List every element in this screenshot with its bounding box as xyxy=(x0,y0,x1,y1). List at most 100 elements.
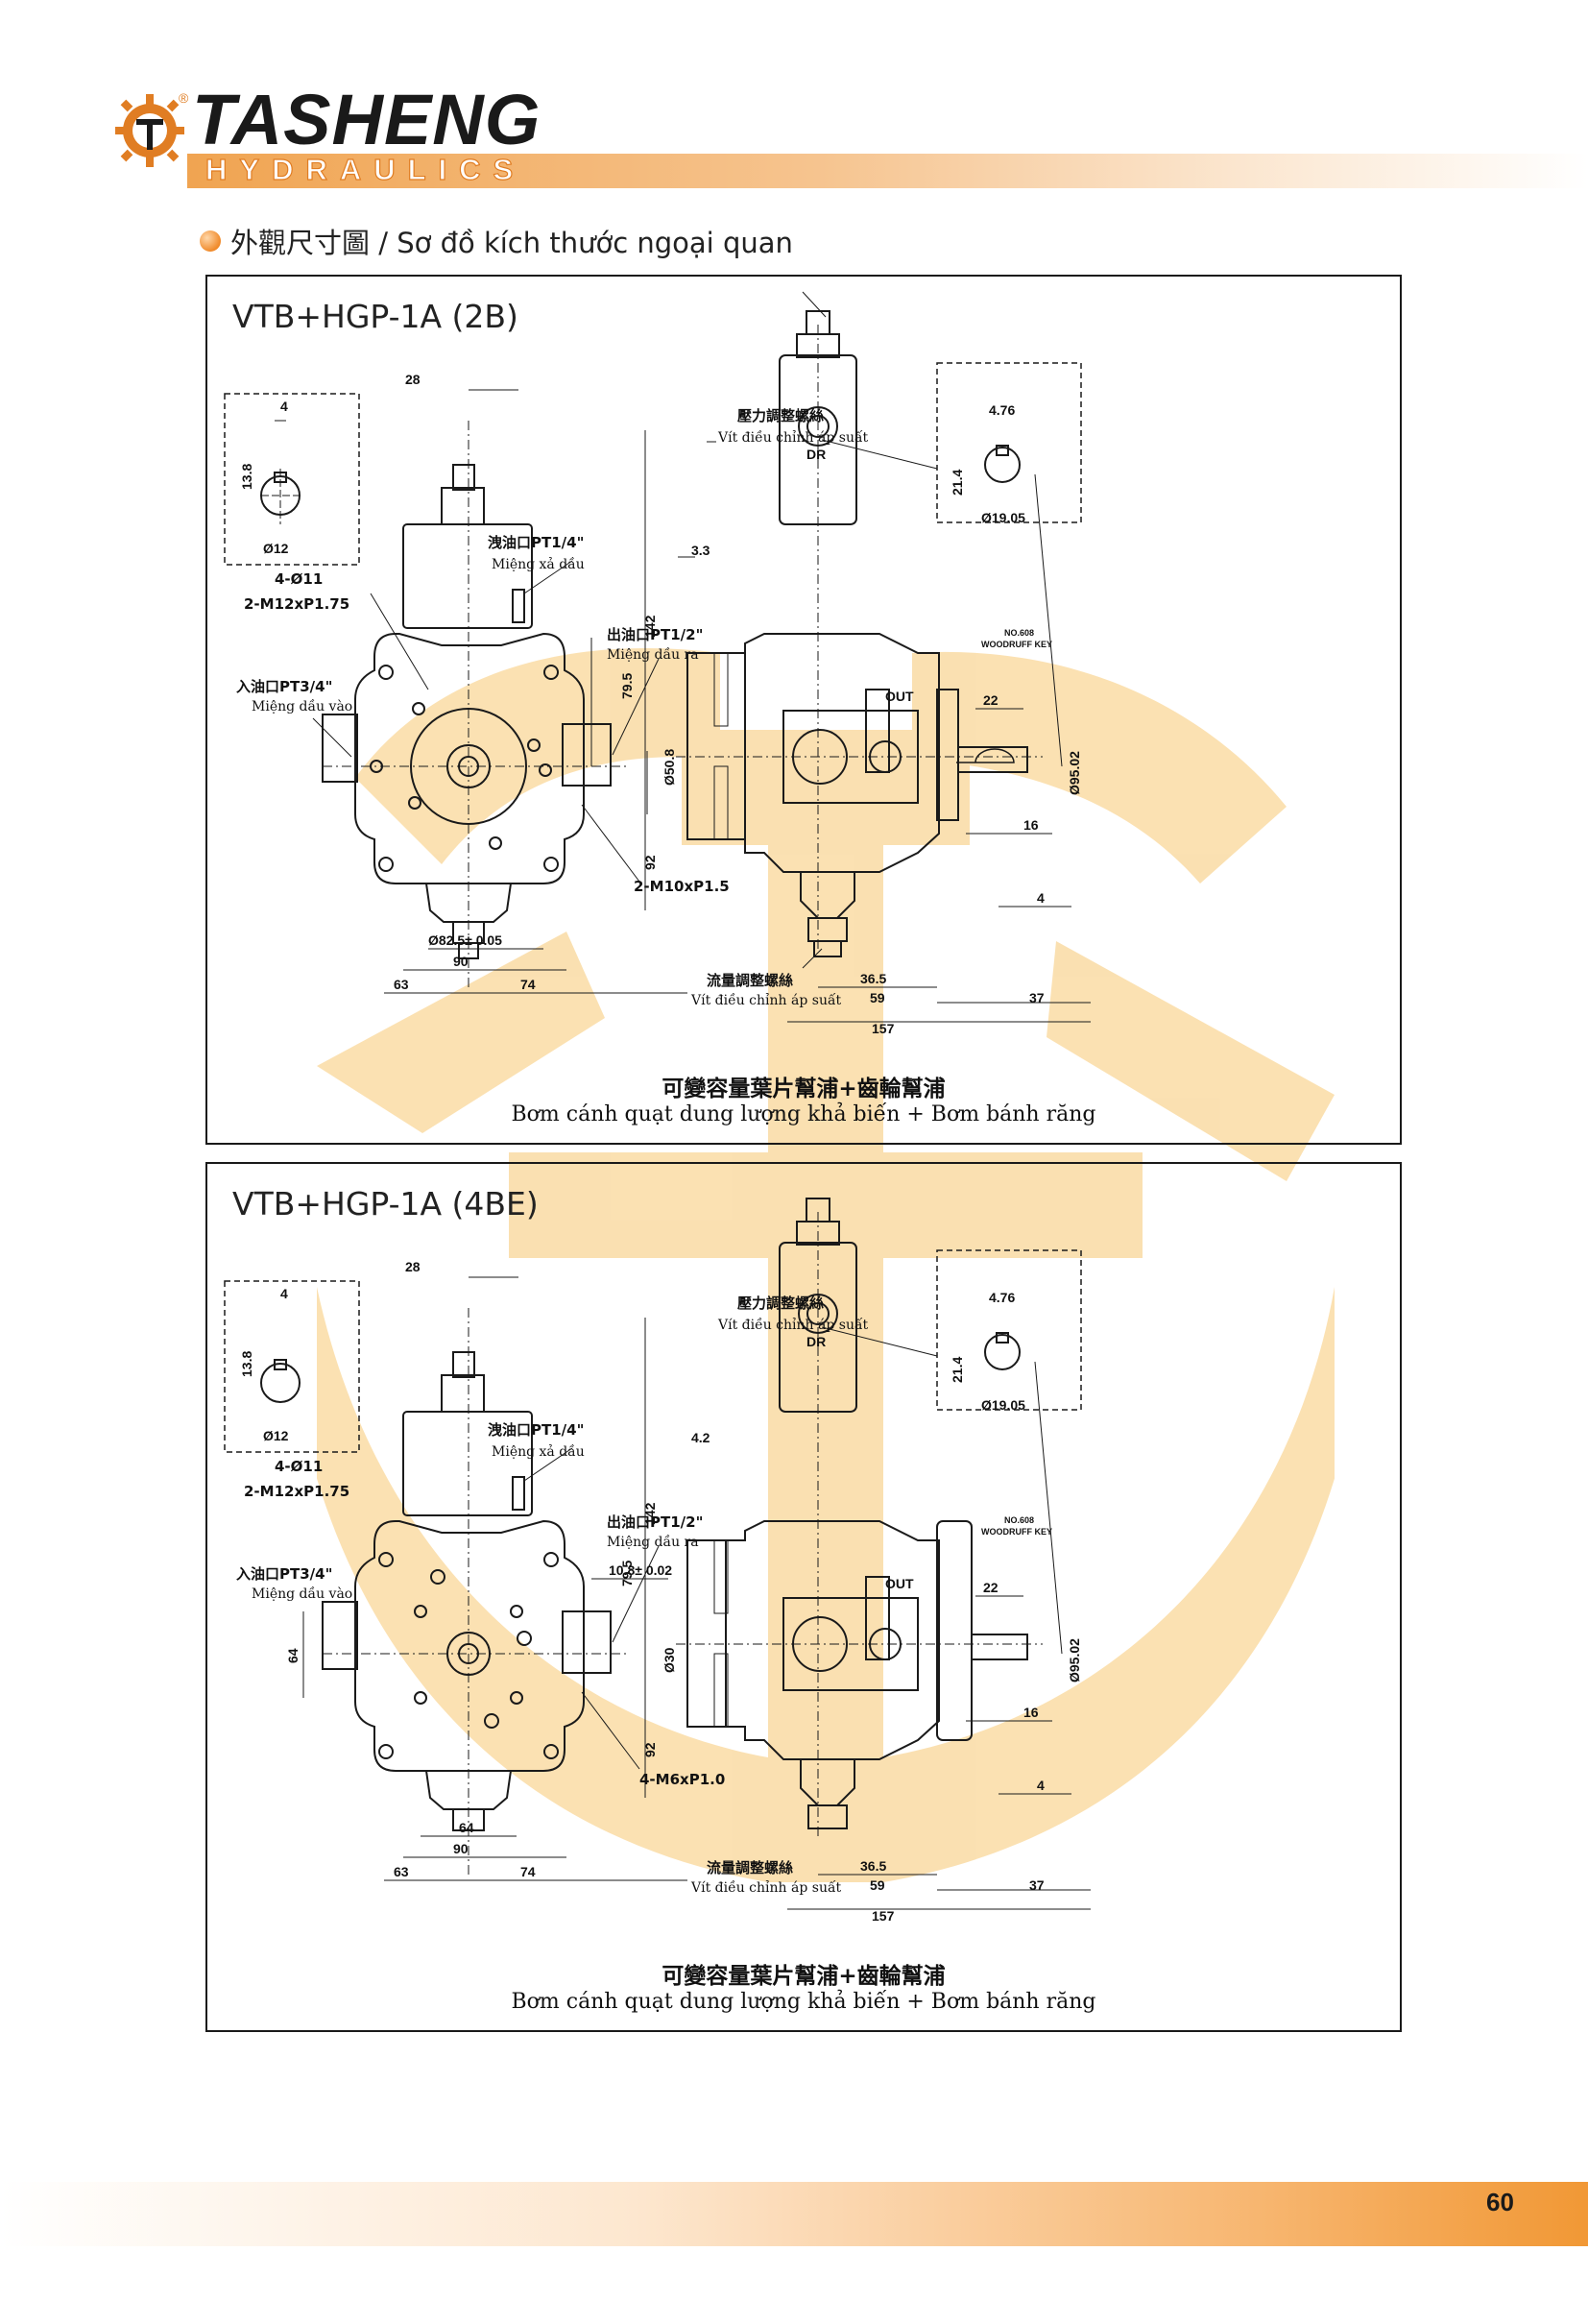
dim-key-21-4: 21.4 xyxy=(950,470,965,496)
label-woodruff: WOODRUFF KEY xyxy=(981,640,1052,649)
label-pressure-vi: Vít điều chỉnh áp suất xyxy=(717,1317,869,1333)
watermark-logo xyxy=(317,648,1335,1882)
section-heading: 外觀尺寸圖 / Sơ đồ kích thước ngoại quan xyxy=(200,225,793,259)
label-drain-vi: Miệng xả dầu xyxy=(492,1443,585,1460)
label-drain-zh: 洩油口PT1/4" xyxy=(488,534,584,551)
dim-59: 59 xyxy=(870,1877,885,1893)
dim-36-5: 36.5 xyxy=(860,971,886,986)
dim-37: 37 xyxy=(1029,990,1045,1005)
dim-key-width: 4 xyxy=(280,1286,288,1301)
label-pressure-zh: 壓力調整螺絲 xyxy=(737,1295,824,1312)
label-drain-zh: 洩油口PT1/4" xyxy=(488,1421,584,1439)
label-dr: DR xyxy=(806,1334,826,1349)
dim-shaft-dia: Ø12 xyxy=(263,1428,289,1443)
label-inlet-vi: Miệng dầu vào xyxy=(252,1586,352,1602)
label-outlet-zh: 出油口PT1/2" xyxy=(607,626,703,643)
dim-37: 37 xyxy=(1029,1877,1045,1893)
label-pressure-vi: Vít điều chỉnh áp suất xyxy=(717,429,869,446)
technical-drawing: 4 13.8 Ø12 28 79.5 Ø82.5± 0.05 90 63 74 … xyxy=(224,291,1091,1036)
dim-key-depth: 13.8 xyxy=(239,1351,254,1377)
panel-title: VTB+HGP-1A (4BE) xyxy=(232,1185,539,1223)
label-holes: 4-Ø11 xyxy=(275,570,323,588)
drawing-panel-2b: VTB+HGP-1A (2B) xyxy=(205,275,1402,1145)
dim-key-19-05: Ø19.05 xyxy=(981,510,1025,525)
dim-50-8: Ø50.8 xyxy=(662,749,677,786)
page-header: ® TASHENG HYDRAULICS xyxy=(0,0,1588,202)
dim-79-5: 79.5 xyxy=(619,673,635,699)
dim-90: 90 xyxy=(453,1841,469,1856)
registered-mark: ® xyxy=(179,90,189,106)
dim-10-8: 10.8± 0.02 xyxy=(609,1562,672,1578)
dim-82-5: Ø82.5± 0.05 xyxy=(428,932,502,948)
caption-zh: 可變容量葉片幫浦+齒輪幫浦 xyxy=(662,1077,946,1101)
technical-drawing: 4 13.8 Ø12 28 79.5 64 64 10.8± 0.02 90 6… xyxy=(224,1198,1091,1924)
dim-74: 74 xyxy=(520,977,536,992)
label-pressure-zh: 壓力調整螺絲 xyxy=(737,407,824,424)
label-holes: 4-Ø11 xyxy=(275,1458,323,1475)
label-out: OUT xyxy=(885,689,914,704)
label-key: NO.608 xyxy=(1004,628,1034,638)
label-flow-zh: 流量調整螺絲 xyxy=(707,1859,793,1876)
label-key: NO.608 xyxy=(1004,1515,1034,1525)
dim-28: 28 xyxy=(405,1259,421,1274)
dim-3-3: 3.3 xyxy=(691,543,710,558)
label-thread2: 2-M10xP1.5 xyxy=(634,878,730,895)
label-flow-vi: Vít điều chỉnh áp suất xyxy=(690,1879,842,1896)
bullet-icon xyxy=(200,230,221,252)
label-drain-vi: Miệng xả dầu xyxy=(492,556,585,572)
dim-95-02: Ø95.02 xyxy=(1067,751,1082,795)
dim-95-02: Ø95.02 xyxy=(1067,1638,1082,1682)
dim-92: 92 xyxy=(642,855,658,870)
dim-63: 63 xyxy=(394,977,409,992)
brand-name: TASHENG xyxy=(192,80,541,159)
section-title: 外觀尺寸圖 / Sơ đồ kích thước ngoại quan xyxy=(230,227,793,259)
dim-74: 74 xyxy=(520,1864,536,1879)
dim-28: 28 xyxy=(405,372,421,387)
label-inlet-vi: Miệng dầu vào xyxy=(252,698,352,714)
label-out: OUT xyxy=(885,1576,914,1591)
panel-title: VTB+HGP-1A (2B) xyxy=(232,298,518,335)
label-inlet-zh: 入油口PT3/4" xyxy=(236,678,332,695)
dim-79-5: 79.5 xyxy=(619,1561,635,1586)
dim-22: 22 xyxy=(983,1580,999,1595)
label-flow-zh: 流量調整螺絲 xyxy=(707,972,793,989)
dim-16: 16 xyxy=(1023,817,1039,833)
gear-logo-icon xyxy=(115,94,184,167)
dim-key-4-76: 4.76 xyxy=(989,402,1015,418)
dim-59: 59 xyxy=(870,990,885,1005)
label-flow-vi: Vít điều chỉnh áp suất xyxy=(690,992,842,1008)
dim-157: 157 xyxy=(872,1021,895,1036)
label-thread: 2-M12xP1.75 xyxy=(244,1483,349,1500)
label-dr: DR xyxy=(806,447,826,462)
label-inlet-zh: 入油口PT3/4" xyxy=(236,1565,332,1583)
dim-142: 142 xyxy=(642,1502,658,1525)
dim-63: 63 xyxy=(394,1864,409,1879)
dim-key-19-05: Ø19.05 xyxy=(981,1397,1025,1413)
drawing-panel-4be: VTB+HGP-1A (4BE) xyxy=(205,1162,1402,2032)
label-thread: 2-M12xP1.75 xyxy=(244,595,349,613)
caption-vi: Bơm cánh quạt dung lượng khả biến + Bơm … xyxy=(511,1102,1096,1126)
label-woodruff: WOODRUFF KEY xyxy=(981,1527,1052,1537)
dim-36-5: 36.5 xyxy=(860,1858,886,1874)
label-thread2: 4-M6xP1.0 xyxy=(639,1771,725,1788)
label-outlet-vi: Miệng dầu ra xyxy=(607,1534,699,1550)
dim-16: 16 xyxy=(1023,1705,1039,1720)
dim-4: 4 xyxy=(1037,890,1045,906)
dim-4-2: 4.2 xyxy=(691,1430,710,1445)
label-outlet-zh: 出油口PT1/2" xyxy=(607,1513,703,1531)
page-number: 60 xyxy=(1486,2188,1514,2216)
dim-90: 90 xyxy=(453,954,469,969)
caption-vi: Bơm cánh quạt dung lượng khả biến + Bơm … xyxy=(511,1990,1096,2014)
dim-142: 142 xyxy=(642,615,658,638)
dim-64-vertical: 64 xyxy=(285,1648,301,1663)
dim-22: 22 xyxy=(983,692,999,708)
footer-bar xyxy=(0,2182,1588,2246)
dim-4: 4 xyxy=(1037,1778,1045,1793)
dim-30: Ø30 xyxy=(662,1647,677,1673)
brand-bar xyxy=(187,154,1588,188)
brand-subtitle: HYDRAULICS xyxy=(205,153,526,186)
dim-key-depth: 13.8 xyxy=(239,464,254,490)
caption-zh: 可變容量葉片幫浦+齒輪幫浦 xyxy=(662,1964,946,1989)
dim-92: 92 xyxy=(642,1742,658,1757)
dim-157: 157 xyxy=(872,1908,895,1924)
